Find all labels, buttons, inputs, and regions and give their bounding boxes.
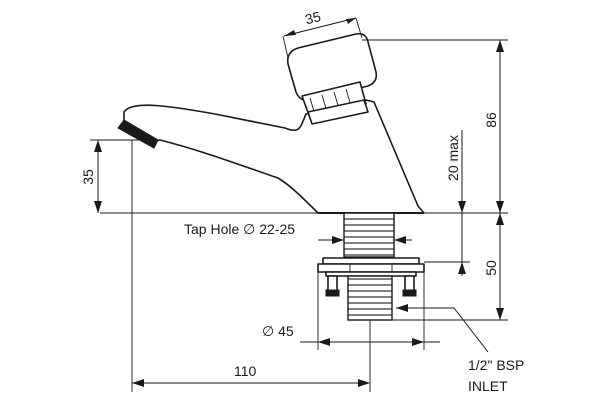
dim-shank-length-label: 50 <box>483 260 499 276</box>
washer-top <box>322 257 420 265</box>
dim-button-width-line <box>283 17 357 37</box>
dim-max-thickness-label: 20 max <box>445 135 461 181</box>
lower-thread <box>347 275 393 321</box>
dimension-labels: 35 86 35 20 max 50 Tap Hole ∅ 22-25 ∅ 45… <box>80 8 524 394</box>
inlet-leader <box>396 307 489 353</box>
dim-spout-reach-label: 110 <box>234 363 257 379</box>
lug-right-foot <box>402 289 417 297</box>
push-button <box>286 32 378 125</box>
dim-washer-label: ∅ 45 <box>262 323 294 339</box>
lug-left-foot <box>325 289 340 297</box>
aerator <box>117 119 159 149</box>
backnut <box>317 263 425 273</box>
extension-lines <box>90 17 508 392</box>
dim-overall-height-label: 86 <box>483 112 499 128</box>
tap-body <box>117 99 425 214</box>
push-button-spindle <box>307 99 369 125</box>
upper-thread <box>343 212 395 258</box>
threaded-shank <box>317 212 425 321</box>
spout-body-outline <box>123 99 425 214</box>
tap-hole-label: Tap Hole ∅ 22-25 <box>184 221 295 237</box>
inlet-label-line2: INLET <box>468 378 508 394</box>
dim-button-width-label: 35 <box>303 8 322 27</box>
dim-spout-height-label: 35 <box>80 169 96 185</box>
dimension-lines <box>94 17 504 387</box>
inlet-label-line1: 1/2" BSP <box>468 357 524 373</box>
